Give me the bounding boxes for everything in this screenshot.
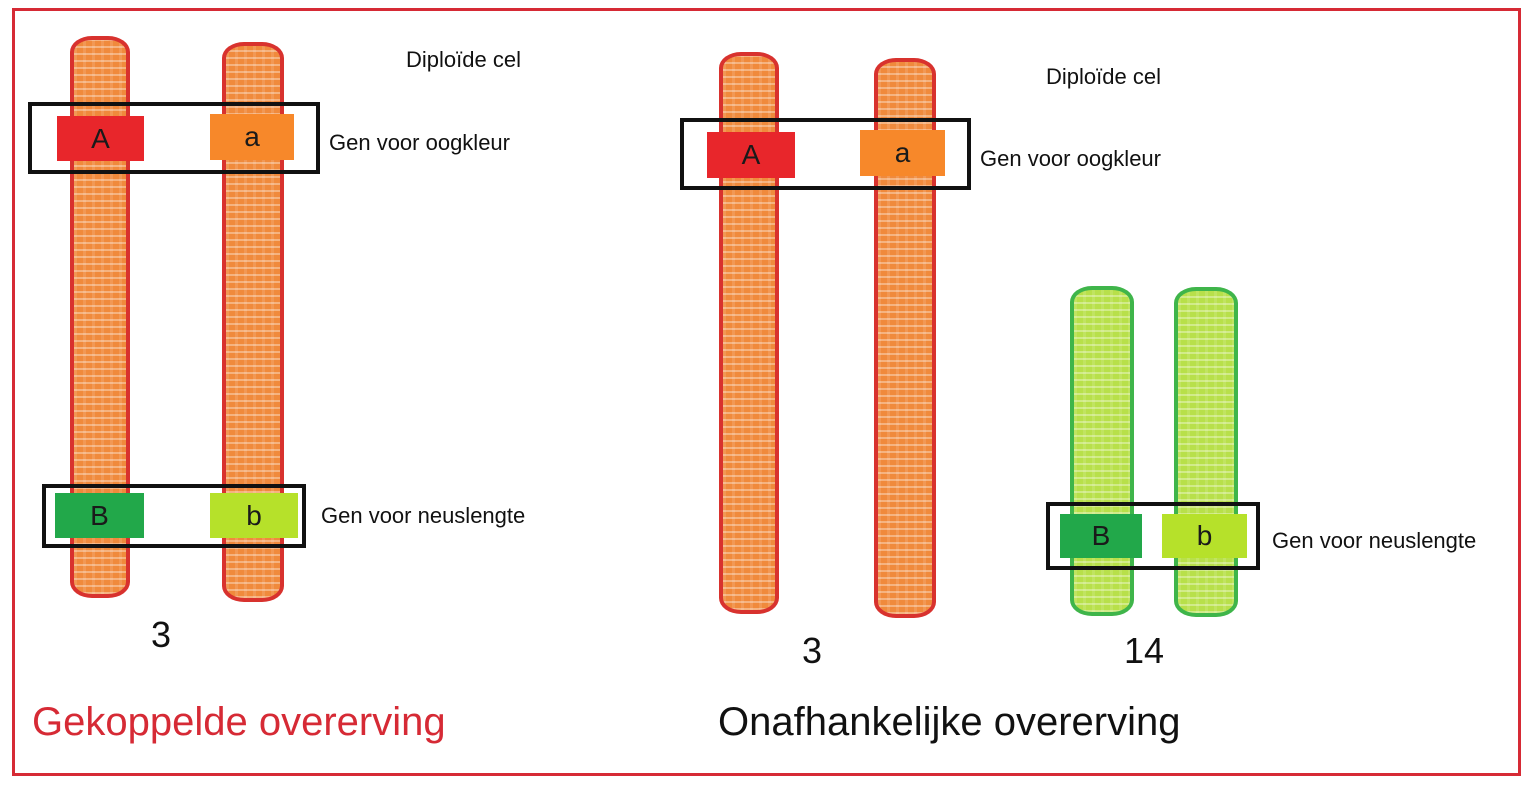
- chromosome-number-3: 3: [802, 630, 823, 671]
- allele-B: B: [1060, 514, 1142, 558]
- allele-b: b: [1162, 514, 1247, 558]
- allele-a: a: [860, 130, 945, 176]
- allele-a: a: [210, 114, 294, 160]
- nose-gene-label: Gen voor neuslengte: [321, 503, 526, 528]
- chromosome-14-a: [1070, 286, 1134, 616]
- chromosome-number-14: 14: [1124, 630, 1165, 671]
- nose-gene-box: [1046, 502, 1260, 570]
- chromosome-number: 3: [151, 614, 172, 655]
- panel-title: Gekoppelde overerving: [32, 700, 446, 744]
- allele-B: B: [55, 493, 144, 538]
- panel-title: Onafhankelijke overerving: [718, 700, 1181, 744]
- allele-A: A: [57, 116, 144, 161]
- eye-gene-label: Gen voor oogkleur: [329, 130, 510, 155]
- eye-gene-box: [28, 102, 320, 174]
- allele-b: b: [210, 493, 298, 538]
- nose-gene-box: [42, 484, 306, 548]
- nose-gene-label: Gen voor neuslengte: [1272, 528, 1477, 553]
- chromosome-14-b: [1174, 287, 1238, 617]
- cell-label: Diploïde cel: [406, 47, 521, 72]
- cell-label: Diploïde cel: [1046, 64, 1161, 89]
- eye-gene-label: Gen voor oogkleur: [980, 146, 1161, 171]
- diagram-frame: [12, 8, 1521, 776]
- allele-A: A: [707, 132, 795, 178]
- eye-gene-box: [680, 118, 971, 190]
